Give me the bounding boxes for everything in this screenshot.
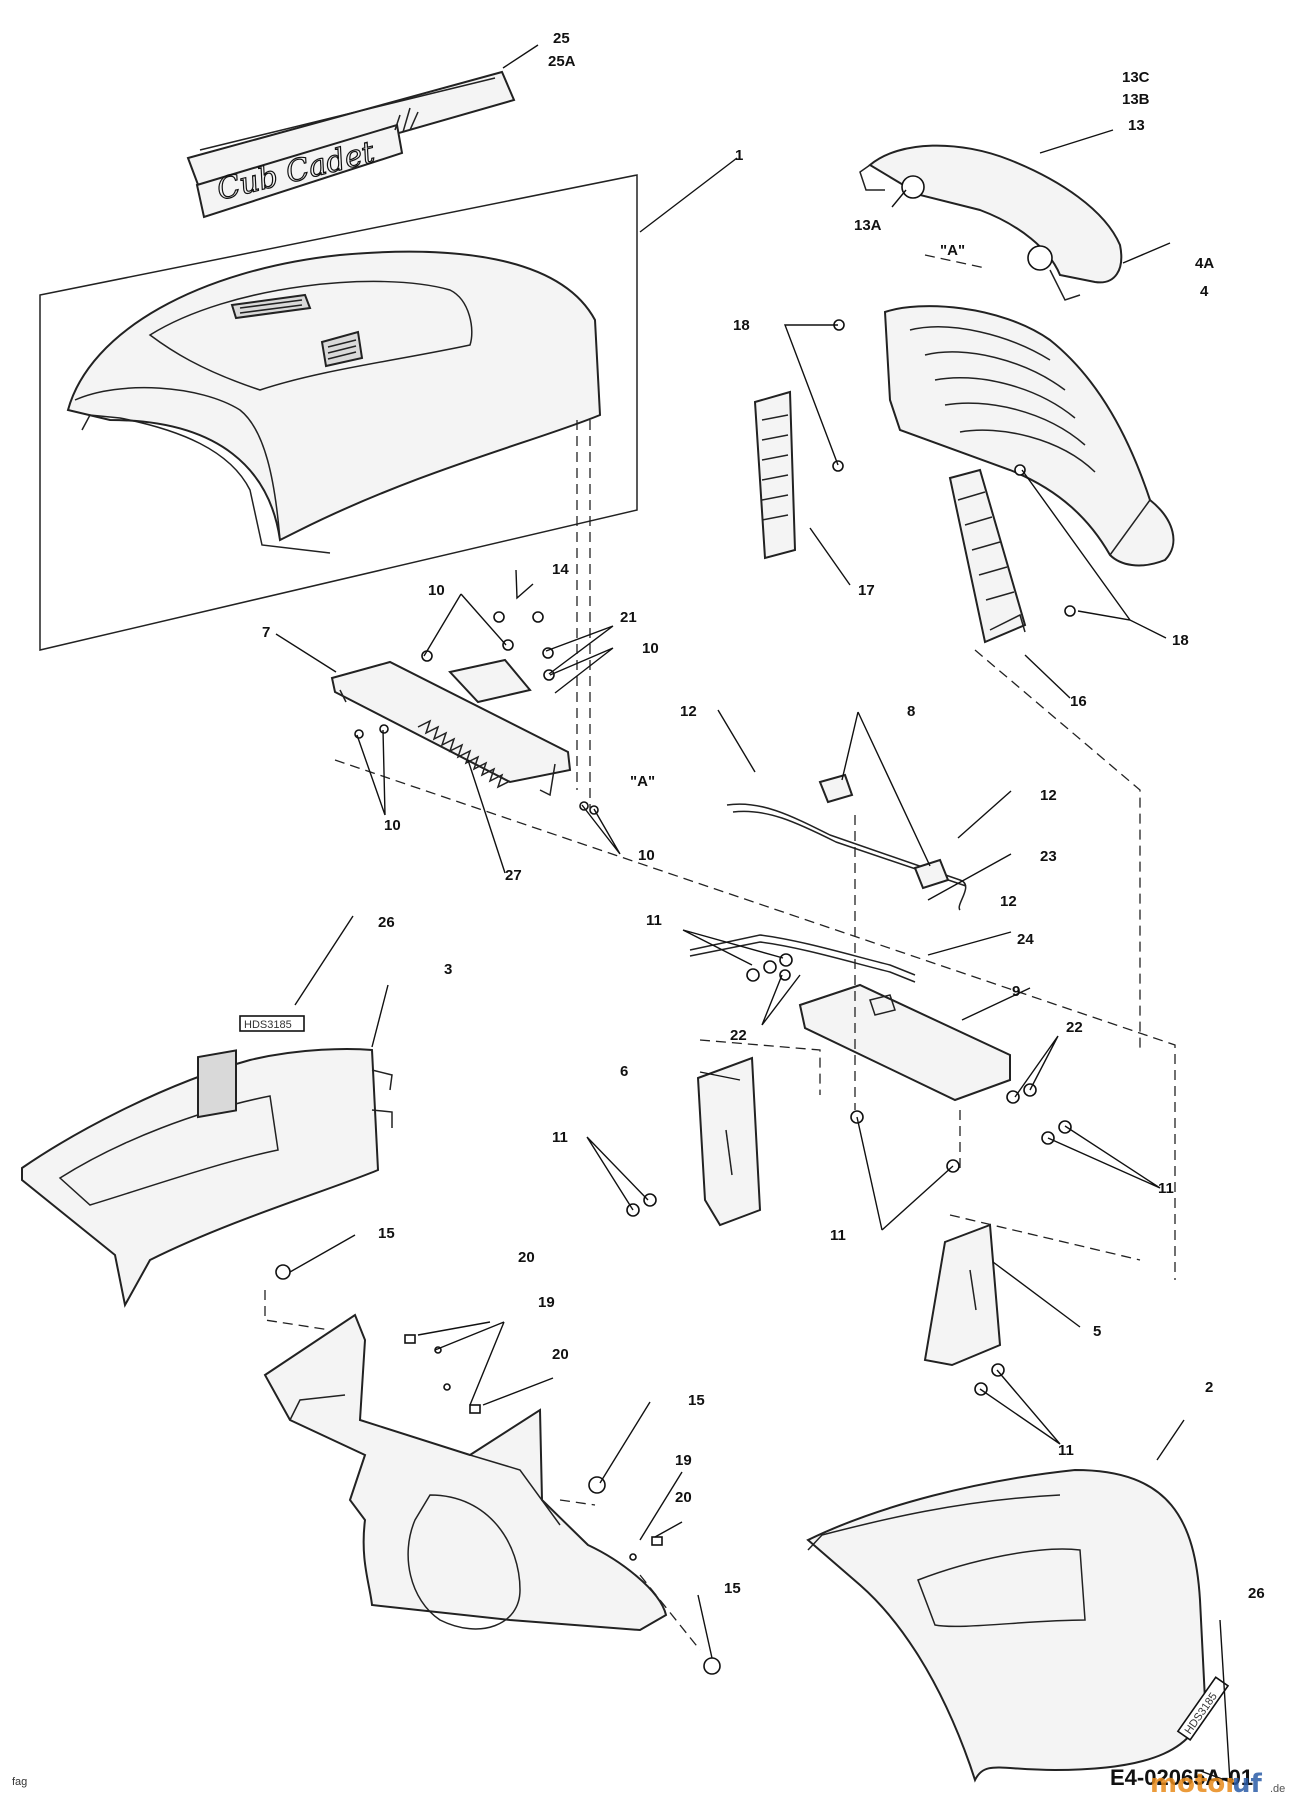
callout-9: 9 (1012, 983, 1020, 1000)
callout-13c: 13C (1122, 69, 1150, 86)
callout-2: 2 (1205, 1379, 1213, 1396)
leader-lines (275, 44, 1231, 1784)
callout-21: 21 (620, 609, 637, 626)
callout-15-mid: 15 (688, 1392, 705, 1409)
callout-10-top: 10 (428, 582, 445, 599)
drawing-number: E4-02065A-01 (1110, 1765, 1253, 1790)
callout-15-bottom: 15 (724, 1580, 741, 1597)
callout-1: 1 (735, 147, 743, 164)
callout-25: 25 (553, 30, 570, 47)
callout-3: 3 (444, 961, 452, 978)
clips-part-8 (818, 773, 950, 890)
callout-26-left: 26 (378, 914, 395, 931)
watermark-part2: uf (1232, 1769, 1263, 1799)
callout-19-upper: 19 (538, 1294, 555, 1311)
callout-12-mid: 12 (1000, 893, 1017, 910)
headlight-housing-13 (859, 144, 1123, 301)
callout-17: 17 (858, 582, 875, 599)
ref-a-mid: "A" (630, 773, 655, 790)
watermark-part1: motor (1150, 1769, 1238, 1799)
plate-part-9 (798, 983, 1011, 1102)
callout-13: 13 (1128, 117, 1145, 134)
callout-14: 14 (552, 561, 569, 578)
callout-13b: 13B (1122, 91, 1150, 108)
side-panel-part-2 (806, 1468, 1207, 1783)
bracket-part-16 (948, 468, 1027, 644)
side-panel-part-3 (21, 1048, 393, 1308)
decal-cub-cadet: Cub Cadet (186, 70, 516, 219)
callout-20-lower: 20 (675, 1489, 692, 1506)
callout-27: 27 (505, 867, 522, 884)
callout-11-left: 11 (552, 1129, 568, 1146)
watermark-suffix: .de (1270, 1783, 1285, 1795)
bracket-part-17 (753, 390, 797, 560)
callout-26-right: 26 (1248, 1585, 1265, 1602)
callout-18-top: 18 (733, 317, 750, 334)
bracket-part-6 (696, 1056, 762, 1227)
callout-11-right: 11 (1158, 1180, 1174, 1197)
callout-16: 16 (1070, 693, 1087, 710)
callout-22-right: 22 (1066, 1019, 1083, 1036)
decal-hds-left: HDS3185 (239, 1015, 305, 1032)
corner-mark: fag (12, 1776, 27, 1788)
callout-4: 4 (1200, 283, 1209, 300)
callout-18-right: 18 (1172, 632, 1189, 649)
bracket-part-5 (923, 1223, 1002, 1367)
callout-10-right: 10 (642, 640, 659, 657)
callout-11-lower: 11 (1058, 1442, 1074, 1459)
callout-15-left: 15 (378, 1225, 395, 1242)
watermark-motoruf: motor uf .de (1150, 1769, 1285, 1799)
callout-6: 6 (620, 1063, 628, 1080)
ref-a-top: "A" (940, 242, 965, 259)
callout-labels: 25 25A 1 13C 13B 13 13A "A" 4A 4 18 17 1… (262, 30, 1265, 1602)
callout-25a: 25A (548, 53, 576, 70)
callout-11-upper: 11 (646, 912, 662, 929)
callout-10-left: 10 (384, 817, 401, 834)
callout-4a: 4A (1195, 255, 1214, 272)
spring-part-27 (417, 719, 511, 789)
callout-8: 8 (907, 703, 915, 720)
hood-vent-side (320, 330, 364, 368)
grille-part-4 (883, 305, 1175, 567)
hood-rods (689, 803, 967, 983)
callout-11-center: 11 (830, 1227, 846, 1244)
callout-12-right: 12 (1040, 787, 1057, 804)
callout-7: 7 (262, 624, 270, 641)
callout-12-left: 12 (680, 703, 697, 720)
callout-20-mid: 20 (552, 1346, 569, 1363)
frame-assembly (263, 1313, 668, 1632)
bracket-part-7 (330, 658, 572, 797)
callout-5: 5 (1093, 1323, 1101, 1340)
callout-19-lower: 19 (675, 1452, 692, 1469)
callout-20-upper: 20 (518, 1249, 535, 1266)
hood-vent-front (230, 293, 312, 320)
decal-hds-left-text: HDS3185 (244, 1019, 292, 1031)
callout-13a: 13A (854, 217, 882, 234)
hood-part-1 (39, 174, 638, 651)
hardware (275, 319, 1076, 1675)
callout-23: 23 (1040, 848, 1057, 865)
callout-24: 24 (1017, 931, 1034, 948)
alignment-lines (264, 254, 1176, 1651)
callout-22-left: 22 (730, 1027, 747, 1044)
callout-10-bottom: 10 (638, 847, 655, 864)
